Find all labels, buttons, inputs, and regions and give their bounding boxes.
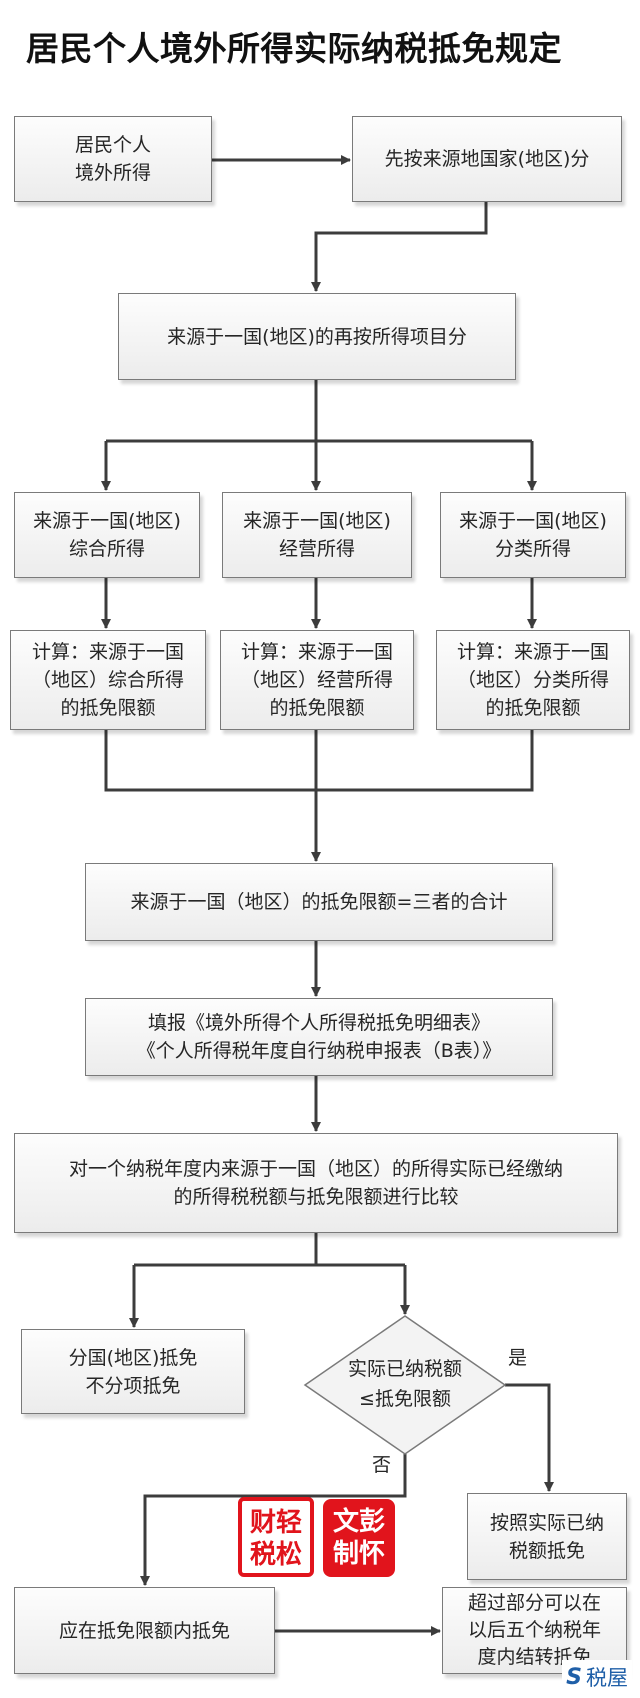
stamp-right: 文彭 制怀 xyxy=(323,1499,395,1577)
node-calc-classified: 计算：来源于一国 （地区）分类所得 的抵免限额 xyxy=(436,630,630,730)
decision-diamond xyxy=(303,1315,507,1455)
node-fill-forms-text: 填报《境外所得个人所得税抵免明细表》 《个人所得税年度自行纳税申报表（B表）》 xyxy=(136,1012,502,1062)
node-carry-forward: 超过部分可以在 以后五个纳税年 度内结转抵免 xyxy=(442,1587,627,1674)
edge-country-to-item xyxy=(311,202,488,292)
node-start: 居民个人 境外所得 xyxy=(14,116,212,202)
node-compare: 对一个纳税年度内来源于一国（地区）的所得实际已经缴纳 的所得税税额与抵免限额进行… xyxy=(14,1133,618,1233)
node-by-item-text: 来源于一国(地区)的再按所得项目分 xyxy=(167,325,467,348)
node-compare-text: 对一个纳税年度内来源于一国（地区）的所得实际已经缴纳 的所得税税额与抵免限额进行… xyxy=(68,1158,563,1208)
logo-text: 税屋 xyxy=(586,1666,628,1690)
page-title: 居民个人境外所得实际纳税抵免规定 xyxy=(26,29,562,68)
edge-no xyxy=(140,1454,407,1586)
node-carry-forward-text: 超过部分可以在 以后五个纳税年 度内结转抵免 xyxy=(467,1592,601,1668)
node-sum-limit: 来源于一国（地区）的抵免限额=三者的合计 xyxy=(85,863,553,941)
logo-s-icon: S xyxy=(566,1664,582,1690)
watermark-logo: S 税屋 xyxy=(562,1660,632,1694)
node-by-country: 先按来源地国家(地区)分 xyxy=(352,116,622,202)
node-by-country-text: 先按来源地国家(地区)分 xyxy=(384,148,590,170)
node-start-text: 居民个人 境外所得 xyxy=(74,134,151,184)
node-classified: 来源于一国(地区) 分类所得 xyxy=(440,492,626,578)
node-classified-text: 来源于一国(地区) 分类所得 xyxy=(459,510,607,560)
edge-yes xyxy=(505,1383,554,1492)
node-calc-business-text: 计算：来源于一国 （地区）经营所得 的抵免限额 xyxy=(240,641,393,719)
edge-label-yes: 是 xyxy=(508,1347,528,1369)
node-per-country: 分国(地区)抵免 不分项抵免 xyxy=(21,1329,245,1414)
node-sum-limit-text: 来源于一国（地区）的抵免限额=三者的合计 xyxy=(130,891,508,913)
node-calc-comprehensive: 计算：来源于一国 （地区）综合所得 的抵免限额 xyxy=(10,630,206,730)
node-by-item: 来源于一国(地区)的再按所得项目分 xyxy=(118,293,516,380)
stamp-left: 财轻 税松 xyxy=(238,1497,314,1577)
node-business: 来源于一国(地区) 经营所得 xyxy=(222,492,412,578)
edge-label-no: 否 xyxy=(372,1454,392,1476)
edge-merge xyxy=(104,730,534,792)
node-per-country-text: 分国(地区)抵免 不分项抵免 xyxy=(68,1346,198,1397)
node-calc-classified-text: 计算：来源于一国 （地区）分类所得 的抵免限额 xyxy=(456,641,609,719)
node-no-result-text: 应在抵免限额内抵免 xyxy=(58,1619,230,1642)
node-yes-result-text: 按照实际已纳 税额抵免 xyxy=(489,1511,604,1562)
node-no-result: 应在抵免限额内抵免 xyxy=(14,1587,275,1674)
node-yes-result: 按照实际已纳 税额抵免 xyxy=(467,1493,627,1580)
node-comprehensive-text: 来源于一国(地区) 综合所得 xyxy=(33,510,181,560)
node-calc-business: 计算：来源于一国 （地区）经营所得 的抵免限额 xyxy=(220,630,414,730)
node-calc-comprehensive-text: 计算：来源于一国 （地区）综合所得 的抵免限额 xyxy=(31,641,184,719)
decision-text: 实际已纳税额 ≤抵免限额 xyxy=(347,1358,462,1410)
node-business-text: 来源于一国(地区) 经营所得 xyxy=(243,510,391,560)
node-comprehensive: 来源于一国(地区) 综合所得 xyxy=(14,492,200,578)
node-fill-forms: 填报《境外所得个人所得税抵免明细表》 《个人所得税年度自行纳税申报表（B表）》 xyxy=(85,998,553,1076)
